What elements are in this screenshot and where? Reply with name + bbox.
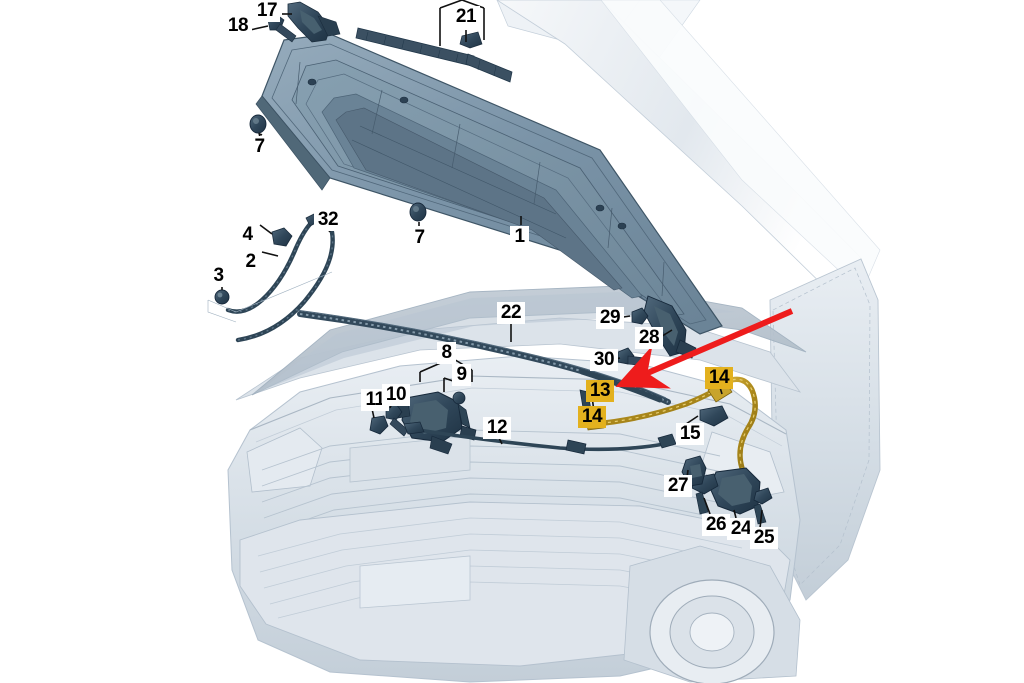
- callout-26[interactable]: 26: [702, 514, 730, 536]
- callout-7-left[interactable]: 7: [250, 136, 269, 158]
- callout-3[interactable]: 3: [209, 265, 228, 287]
- callout-22[interactable]: 22: [497, 302, 525, 324]
- callout-4[interactable]: 4: [238, 224, 257, 246]
- hood-buffer-part-7b: [409, 202, 427, 222]
- callout-14-highlighted-right[interactable]: 14: [705, 367, 733, 389]
- grommet-part-3: [207, 271, 333, 323]
- hose-connector-part-4: [271, 227, 293, 247]
- cable-clip-part-15: [699, 405, 729, 427]
- callout-32[interactable]: 32: [314, 209, 342, 231]
- latch-clip-part-11: [369, 415, 389, 435]
- hood-hinge-part-17: [287, 1, 341, 43]
- callout-8[interactable]: 8: [437, 342, 456, 364]
- callout-14-highlighted-left[interactable]: 14: [578, 406, 606, 428]
- callout-29[interactable]: 29: [596, 307, 624, 329]
- callout-27[interactable]: 27: [664, 475, 692, 497]
- callout-2[interactable]: 2: [241, 251, 260, 273]
- red-pointer-arrow: [615, 308, 794, 389]
- callout-21[interactable]: 21: [452, 6, 480, 28]
- callout-15[interactable]: 15: [676, 423, 704, 445]
- callout-28[interactable]: 28: [635, 327, 663, 349]
- callout-17[interactable]: 17: [254, 0, 280, 22]
- callout-30[interactable]: 30: [590, 349, 618, 371]
- callout-18[interactable]: 18: [224, 15, 252, 37]
- hood-latch-part-8: [397, 391, 463, 455]
- callout-9[interactable]: 9: [452, 364, 471, 386]
- hood-buffer-part-7a: [249, 114, 267, 134]
- callout-13-highlighted[interactable]: 13: [586, 380, 614, 402]
- callout-24[interactable]: 24: [727, 518, 755, 540]
- callout-7-hood[interactable]: 7: [410, 227, 429, 249]
- callout-12[interactable]: 12: [483, 417, 511, 439]
- hood-hinge-part-28: [643, 295, 697, 359]
- engine-hood-part-1: [255, 33, 723, 335]
- lock-bolt-part-25: [753, 487, 773, 525]
- callout-1[interactable]: 1: [510, 226, 529, 248]
- callout-25[interactable]: 25: [750, 527, 778, 549]
- hinge-nut-part-29: [631, 307, 649, 325]
- hood-lock-part-24: [709, 467, 761, 515]
- washer-hose-part-32: [235, 229, 335, 343]
- callout-10[interactable]: 10: [382, 384, 410, 406]
